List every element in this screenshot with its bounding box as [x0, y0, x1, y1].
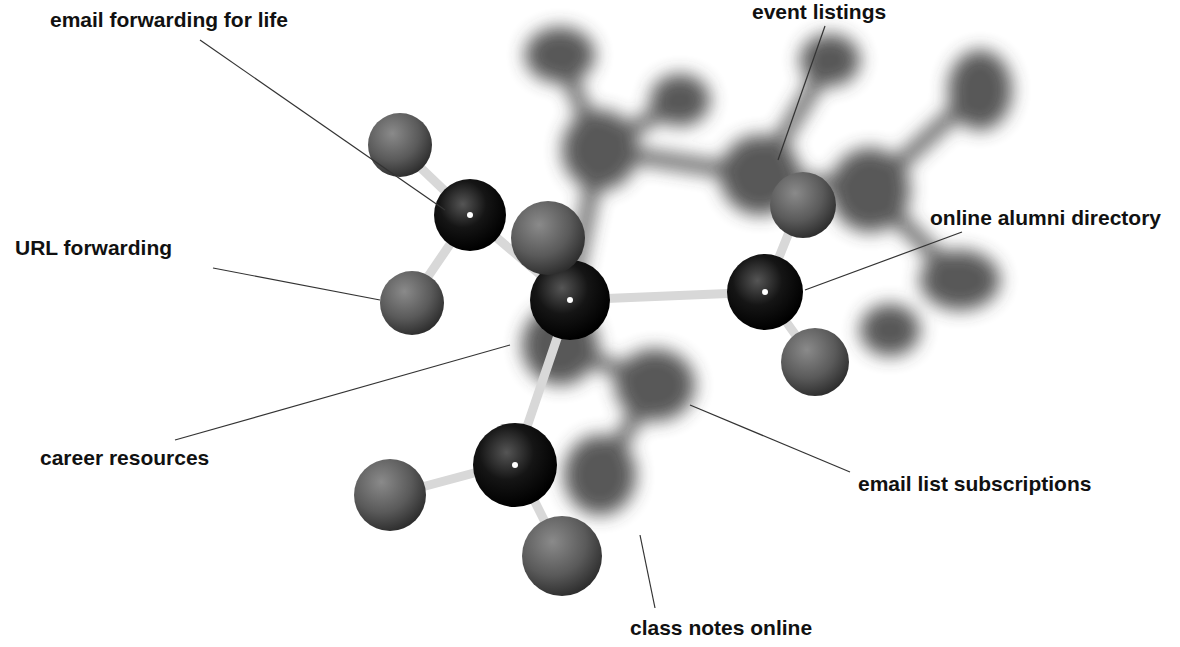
callout-label: event listings	[752, 0, 886, 24]
callout-label: email forwarding for life	[50, 8, 288, 32]
callout-label: career resources	[40, 446, 209, 470]
bonds	[392, 148, 812, 552]
callout-label: online alumni directory	[930, 206, 1161, 230]
callout-label: class notes online	[630, 616, 812, 640]
callout-label: email list subscriptions	[858, 472, 1091, 496]
atoms	[354, 113, 849, 596]
shadow	[522, 27, 1012, 515]
callout-label: URL forwarding	[15, 236, 172, 260]
leader-lines	[175, 26, 962, 608]
